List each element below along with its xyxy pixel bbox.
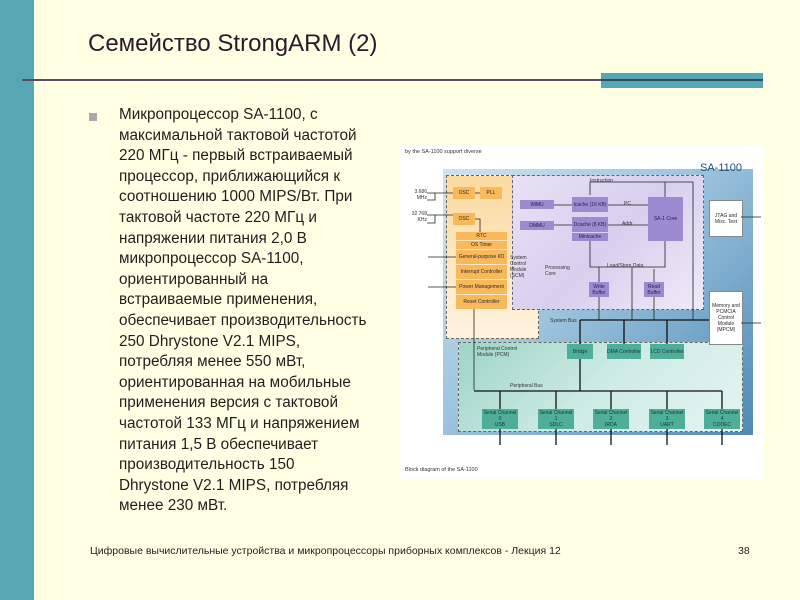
instruction-line: [589, 181, 694, 320]
dmmu-block: DMMU: [520, 221, 554, 230]
serial-channel-type: CODEC: [712, 422, 732, 428]
mpcm-block: Memory and PCMCIA Control Module (MPCM): [709, 291, 743, 345]
write-buffer-block: Write Buffer: [589, 282, 609, 297]
page-number: 38: [738, 545, 750, 557]
system-bus-label: System Bus: [550, 318, 577, 324]
slide-title: Семейство StrongARM (2): [88, 30, 378, 57]
power-management-block: Power Management: [456, 280, 507, 294]
serial-channel-type: IRDA: [605, 422, 617, 428]
body-line: максимальной тактовой частотой: [119, 126, 357, 144]
load-store-data-label: Load/Store Data: [607, 263, 644, 269]
clock-pin-line: [427, 192, 453, 201]
body-line: процессор, приближающийся к: [119, 167, 341, 185]
lcd-controller-block: LCD Controller: [650, 344, 684, 359]
body-line: напряжении питания 2,0 В: [119, 229, 307, 247]
os-timer-block: OS Timer: [456, 241, 507, 249]
body-line: ориентированная на мобильные: [119, 373, 351, 391]
body-line: 250 Dhrystone V2.1 MIPS,: [119, 332, 301, 350]
pcm-label: Peripheral Control Module (PCM): [477, 346, 518, 358]
body-line: применения версия с тактовой: [119, 394, 338, 412]
minicache-block: Minicache: [572, 233, 608, 241]
serial-channel-block: Serial Channel 4 CODEC: [704, 409, 740, 429]
diagram-caption-bottom: Block diagram of the SA-1100: [405, 467, 478, 473]
scm-label: System Control Module (SCM): [510, 255, 527, 279]
processing-core-label: Processing Core: [545, 265, 570, 277]
bridge-block: Bridge: [567, 344, 593, 359]
dcache-block: Dcache (8 KB): [572, 217, 608, 232]
pc-signal-label: PC: [624, 201, 631, 207]
gpio-block: General-purpose I/O: [456, 250, 507, 264]
serial-channel-type: USB: [494, 422, 506, 428]
serial-channel-name: Serial Channel 1: [539, 410, 573, 422]
read-buffer-block: Read Buffer: [644, 282, 664, 297]
serial-channel-type: SDLC: [549, 422, 563, 428]
instruction-signal-label: Instruction: [590, 178, 614, 184]
diagram-caption-top: by the SA-1100 support diverse: [405, 149, 482, 155]
serial-channel-block: Serial Channel 1 SDLC: [538, 409, 574, 429]
body-line: Dhrystone V2.1 MIPS, потребляя: [119, 476, 349, 494]
slide-accent-bar: [0, 0, 34, 600]
serial-channel-name: Serial Channel 0: [483, 410, 517, 422]
serial-channel-name: Serial Channel 2: [594, 410, 628, 422]
icache-block: Icache (16 KB): [572, 197, 608, 212]
body-line: частотой 133 МГц и напряжением: [119, 414, 360, 432]
slide-footer: Цифровые вычислительные устройства и мик…: [90, 545, 561, 557]
sa1-core-block: SA-1 Core: [648, 197, 683, 241]
bullet-icon: [89, 113, 97, 121]
body-line: потребляя менее 550 мВт,: [119, 353, 306, 371]
serial-channel-name: Serial Channel 3: [650, 410, 684, 422]
osc-block: OSC: [453, 213, 475, 225]
serial-channel-block: Serial Channel 0 USB: [482, 409, 518, 429]
sa1100-block-diagram: by the SA-1100 support diverse SA-1100 3…: [400, 145, 764, 479]
title-divider-accent: [601, 79, 763, 81]
clock-input-label: 3.686 MHz: [414, 189, 427, 201]
jtag-block: JTAG and Misc. Test: [709, 200, 743, 237]
osc-rtc-line: [475, 218, 481, 232]
body-line: встраиваемые применения,: [119, 291, 318, 309]
osc-block: OSC: [453, 187, 475, 199]
connection-lines: [427, 181, 761, 445]
rtc-block: RTC: [456, 232, 507, 240]
reset-controller-block: Reset Controller: [456, 295, 507, 309]
peripheral-bus-label: Peripheral Bus: [510, 383, 543, 389]
clock-pin-line: [427, 214, 453, 224]
serial-channel-type: UART: [660, 422, 674, 428]
interrupt-controller-block: Interrupt Controller: [456, 265, 507, 279]
addr-signal-label: Addr: [622, 221, 633, 227]
body-line: менее 230 мВт.: [119, 497, 228, 515]
pll-block: PLL: [480, 187, 502, 199]
serial-channel-block: Serial Channel 3 UART: [649, 409, 685, 429]
serial-channel-block: Serial Channel 2 IRDA: [593, 409, 629, 429]
body-line: соотношению 1000 MIPS/Вт. При: [119, 188, 353, 206]
body-line: Микропроцессор SA-1100, с: [119, 106, 318, 123]
chip-label: SA-1100: [700, 162, 742, 174]
title-divider: [22, 79, 762, 81]
body-line: производительность 150: [119, 456, 295, 474]
body-line: ориентированный на: [119, 270, 269, 288]
dma-controller-block: DMA Controller: [607, 344, 641, 359]
body-line: микропроцессор SA-1100,: [119, 250, 304, 268]
load-store-line: [589, 241, 666, 268]
body-line: 220 МГц - первый встраиваемый: [119, 147, 353, 165]
clock-input-label: 32.768 KHz: [411, 211, 427, 223]
serial-channel-name: Serial Channel 4: [705, 410, 739, 422]
body-line: питания 1,5 В обеспечивает: [119, 435, 319, 453]
immu-block: IMMU: [520, 200, 554, 209]
body-line: тактовой частоте 220 МГц и: [119, 208, 317, 226]
bullet-text: Микропроцессор SA-1100, с максимальной т…: [119, 105, 399, 517]
body-line: обеспечивает производительность: [119, 311, 367, 329]
